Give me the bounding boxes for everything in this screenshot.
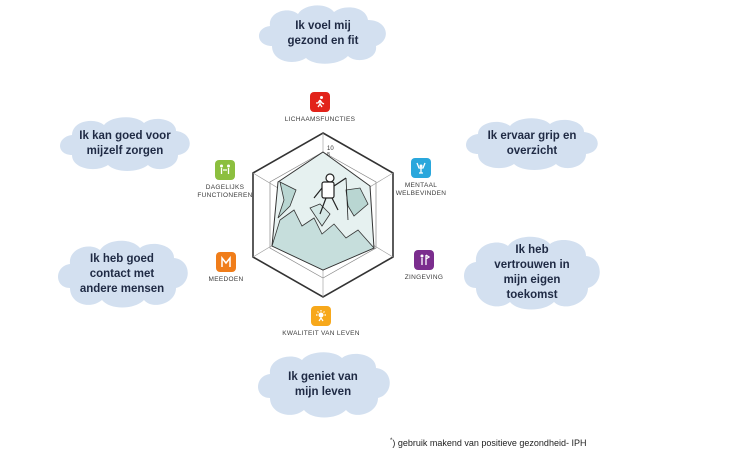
cloud-contact-met-anderen: Ik heb goed contact met andere mensen (52, 238, 192, 310)
footnote-mark: * (390, 438, 393, 444)
people-exchange-icon (215, 160, 235, 180)
climber-figure (313, 173, 349, 221)
hexagon-diagram: 10 8 (252, 132, 394, 298)
cloud-gezond-en-fit: Ik voel mij gezond en fit (252, 2, 394, 66)
climber-illustration (271, 181, 375, 271)
scale-mid-label: 8 (327, 152, 330, 158)
cloud-shape (464, 236, 600, 310)
cloud-shape (258, 5, 386, 64)
cloud-geniet-van-leven: Ik geniet van mijn leven (252, 350, 394, 420)
dimension-label: KWALITEIT VAN LEVEN (282, 330, 360, 337)
cloud-text: Ik ervaar grip en overzicht (487, 130, 577, 157)
person-flag-icon (414, 250, 434, 270)
footnote-text: ) gebruik makend van positieve gezondhei… (392, 438, 587, 448)
dimension-meedoen: MEEDOEN (186, 252, 266, 284)
cloud-shape (58, 240, 188, 308)
cloud-shape (60, 117, 190, 171)
scale-max-label: 10 (327, 146, 334, 152)
cloud-vertrouwen-toekomst: Ik heb vertrouwen in mijn eigen toekomst (458, 234, 606, 312)
running-person-icon (310, 92, 330, 112)
dimension-label: MEEDOEN (208, 276, 244, 283)
group-person-icon (216, 252, 236, 272)
dimension-mentaal-welbevinden: MENTAAL WELBEVINDEN (376, 158, 466, 198)
cloud-text: Ik heb goed contact met andere mensen (79, 252, 165, 295)
dimension-label: DAGELIJKS FUNCTIONEREN (197, 184, 253, 199)
footnote: *) gebruik makend van positieve gezondhe… (390, 438, 586, 448)
cloud-voor-mijzelf-zorgen: Ik kan goed voor mijzelf zorgen (54, 115, 196, 173)
cloud-shape (258, 352, 390, 418)
dimension-kwaliteit-van-leven: KWALITEIT VAN LEVEN (266, 306, 376, 338)
dimension-label: MENTAAL WELBEVINDEN (395, 182, 447, 197)
cloud-text: Ik heb vertrouwen in mijn eigen toekomst (494, 244, 570, 301)
dimension-label: LICHAAMSFUNCTIES (284, 116, 356, 123)
dimension-label: ZINGEVING (404, 274, 444, 281)
cloud-shape (466, 118, 598, 170)
person-arms-up-icon (411, 158, 431, 178)
cloud-text: Ik geniet van mijn leven (288, 371, 358, 398)
dimension-zingeving: ZINGEVING (386, 250, 462, 282)
dimension-lichaamsfuncties: LICHAAMSFUNCTIES (270, 92, 370, 124)
cloud-grip-en-overzicht: Ik ervaar grip en overzicht (460, 116, 604, 172)
cloud-text: Ik kan goed voor mijzelf zorgen (79, 130, 171, 157)
dimension-dagelijks-functioneren: DAGELIJKS FUNCTIONEREN (180, 160, 270, 200)
cloud-text: Ik voel mij gezond en fit (287, 20, 359, 47)
sun-person-icon (311, 306, 331, 326)
